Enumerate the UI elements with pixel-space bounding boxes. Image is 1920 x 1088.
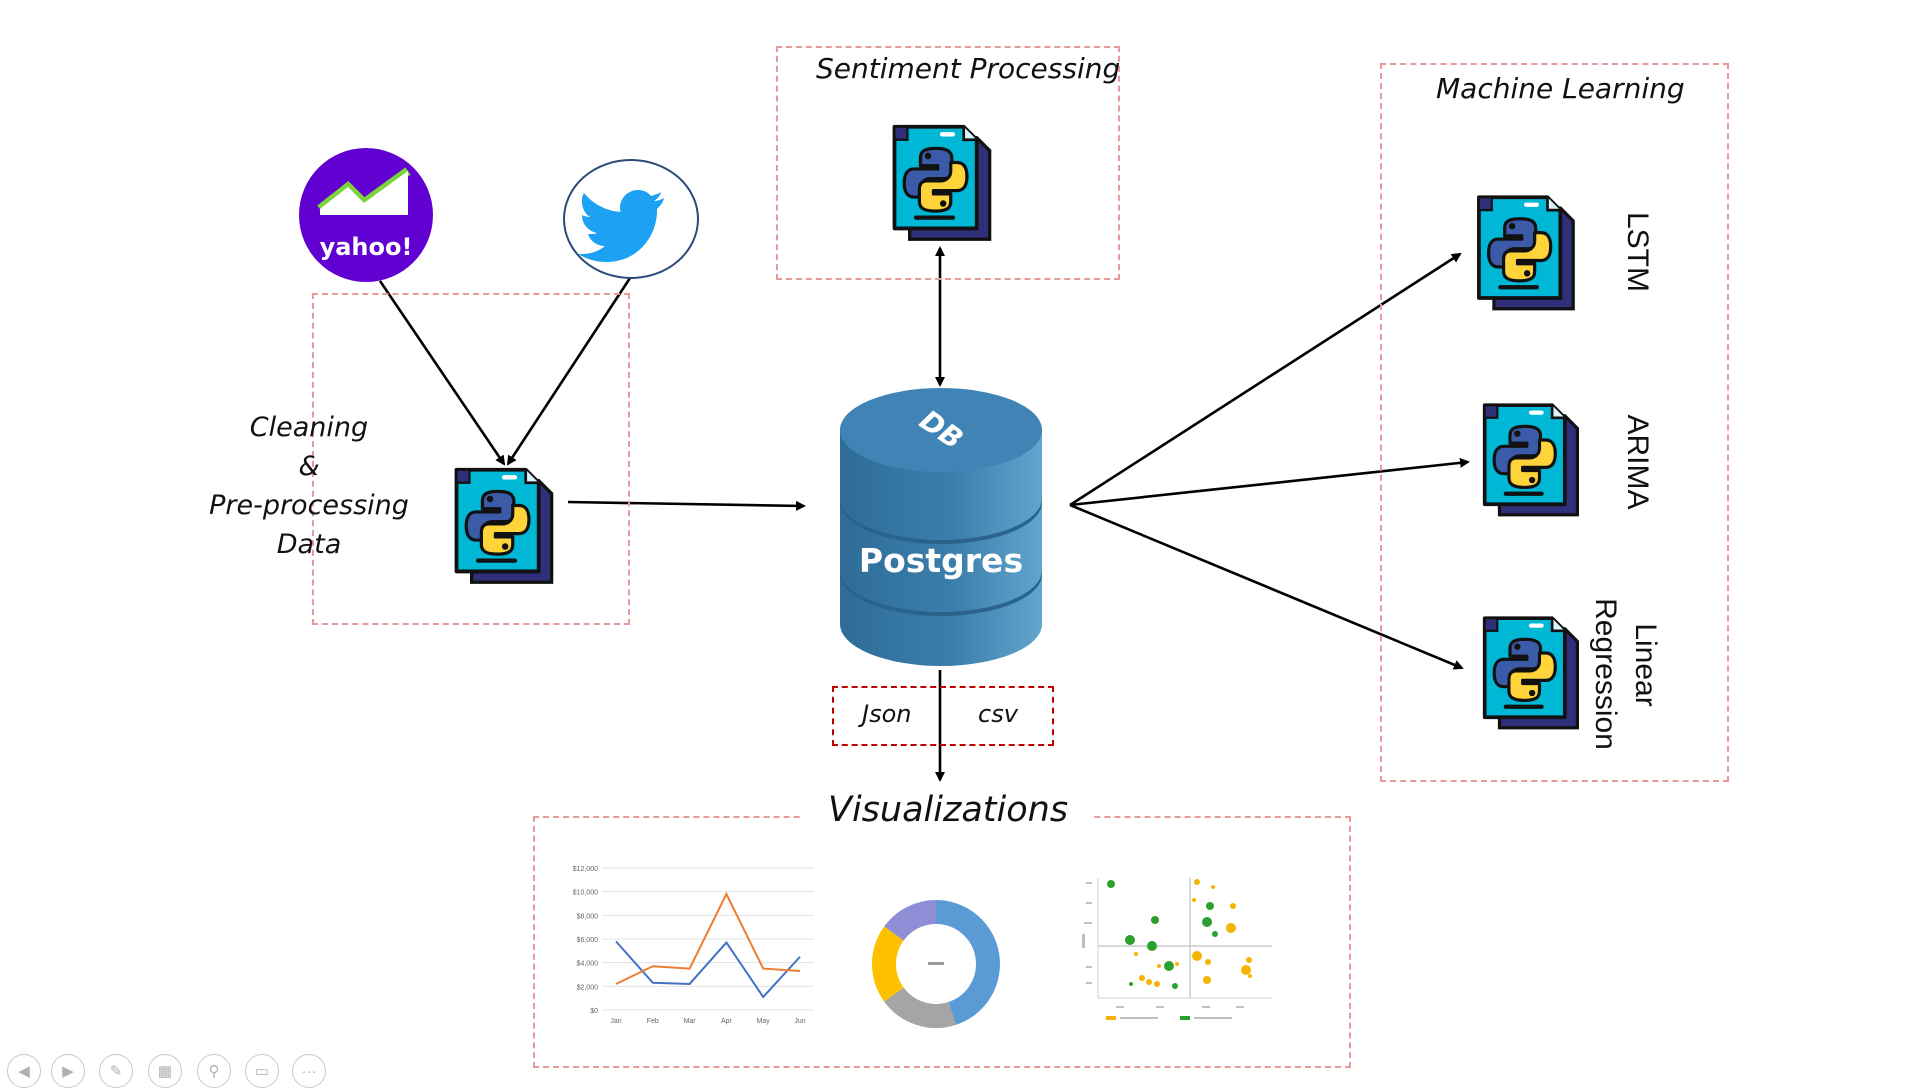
donut-slice-3	[884, 900, 937, 941]
cleaning-label: Cleaning & Pre-processing Data	[196, 408, 422, 564]
y-tick-label: $4,000	[577, 961, 599, 968]
pen-icon[interactable]: ✎	[99, 1054, 133, 1088]
sentiment-python-script-icon	[892, 124, 992, 242]
model-label-linear: Linear	[1629, 623, 1662, 707]
grid-icon[interactable]: ▦	[148, 1054, 182, 1088]
sample-scatter-chart	[1082, 878, 1272, 1020]
twitter-logo	[562, 158, 700, 280]
series-line-1	[615, 891, 801, 985]
prev-icon[interactable]: ◀	[7, 1054, 41, 1088]
cleaning-line-1: Cleaning	[249, 412, 369, 443]
model-label-regression: Regression	[1589, 598, 1622, 750]
postgres-database-icon: DB Postgres	[836, 384, 1046, 674]
cleaning-group-box	[312, 293, 630, 625]
y-tick-label: $8,000	[577, 913, 599, 920]
x-tick-label: Feb	[647, 1018, 659, 1025]
series-line-0	[615, 940, 801, 999]
more-icon[interactable]: ···	[292, 1054, 326, 1088]
x-tick-label: Jan	[610, 1018, 621, 1025]
cleaning-line-4: Data	[276, 529, 342, 560]
arima-python-script-icon	[1482, 403, 1580, 517]
model-label-arima: ARIMA	[1621, 414, 1654, 510]
sample-donut-chart	[872, 900, 1000, 1028]
yahoo-finance-logo: yahoo!	[298, 147, 434, 283]
format-csv: csv	[978, 700, 1018, 728]
cleaning-line-3: Pre-processing	[209, 490, 409, 521]
db-name: Postgres	[859, 541, 1023, 580]
visualizations-title: Visualizations	[802, 790, 1095, 830]
donut-slice-2	[872, 926, 904, 1002]
cleaning-python-script-icon	[454, 467, 554, 585]
y-tick-label: $2,000	[577, 984, 599, 991]
x-tick-label: Mar	[684, 1018, 697, 1025]
cleaning-line-2: &	[298, 451, 320, 482]
y-tick-label: $10,000	[573, 890, 598, 897]
donut-slice-0	[935, 900, 1000, 1025]
subtitle-icon[interactable]: ▭	[245, 1054, 279, 1088]
sentiment-group-box	[776, 46, 1120, 280]
linreg-python-script-icon	[1482, 616, 1580, 730]
sample-line-chart: $0 $2,000 $4,000 $6,000 $8,000 $10,000 $12,000…	[573, 866, 814, 1025]
donut-slice-1	[884, 987, 956, 1028]
model-label-lstm: LSTM	[1621, 211, 1654, 292]
x-tick-label: May	[757, 1018, 771, 1025]
y-tick-label: $0	[590, 1008, 598, 1015]
y-tick-label: $6,000	[577, 937, 599, 944]
ml-group-box	[1380, 63, 1729, 782]
ml-title: Machine Learning	[1436, 72, 1685, 105]
yahoo-wordmark: yahoo!	[320, 233, 413, 261]
next-icon[interactable]: ▶	[51, 1054, 85, 1088]
x-tick-label: Apr	[721, 1018, 733, 1025]
donut-center-mark	[928, 962, 944, 965]
lstm-python-script-icon	[1477, 195, 1576, 311]
formats-box	[832, 686, 1054, 746]
format-json: Json	[862, 700, 912, 728]
zoom-icon[interactable]: ⚲	[197, 1054, 231, 1088]
x-tick-label: Jun	[794, 1018, 805, 1025]
y-tick-label: $12,000	[573, 866, 598, 873]
sentiment-title: Sentiment Processing	[816, 52, 1121, 85]
